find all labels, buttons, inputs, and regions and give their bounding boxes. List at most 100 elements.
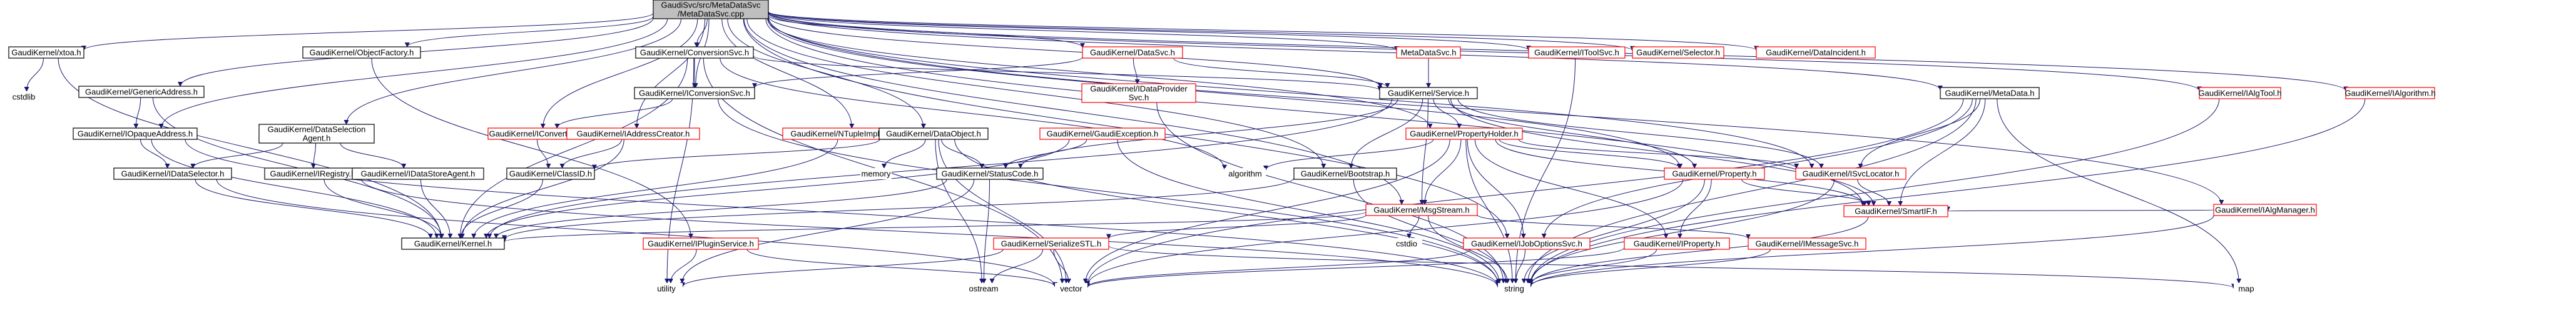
- node-label-ostream: ostream: [969, 284, 999, 294]
- node-itoolsvc[interactable]: GaudiKernel/IToolSvc.h: [1528, 46, 1626, 59]
- node-serialize[interactable]: GaudiKernel/SerializeSTL.h: [993, 237, 1109, 250]
- node-label-kernel: GaudiKernel/Kernel.h: [414, 239, 492, 249]
- node-metadatah[interactable]: GaudiKernel/MetaData.h: [1940, 87, 2040, 99]
- edge-bootstrap-to-kernel: [502, 177, 1295, 241]
- edge-classid-to-kernel: [458, 179, 543, 239]
- node-box-dataobj: [878, 127, 989, 140]
- node-datasvc[interactable]: GaudiKernel/DataSvc.h: [1082, 46, 1183, 59]
- node-box-utility: [650, 283, 683, 294]
- edge-root-to-opaque: [158, 18, 668, 129]
- edge-msgstream-to-imessagesvc: [1477, 214, 1751, 239]
- edge-metadatah-to-isvclocator: [1858, 98, 1981, 169]
- node-label-root: /MetaDataSvc.cpp: [678, 9, 744, 19]
- edge-bootstrap-to-string: [1353, 179, 1509, 284]
- edge-property-to-smartif: [1741, 179, 1871, 206]
- edge-smartif-to-string: [1528, 216, 1869, 286]
- node-opaque[interactable]: GaudiKernel/IOpaqueAddress.h: [73, 127, 198, 140]
- edge-iregistry-to-string: [360, 178, 1500, 288]
- node-classid[interactable]: GaudiKernel/ClassID.h: [506, 167, 595, 180]
- node-ipluginsvc[interactable]: GaudiKernel/IPluginService.h: [643, 237, 759, 250]
- node-label-vector: vector: [1060, 284, 1082, 294]
- node-box-ostream: [966, 283, 1001, 294]
- edge-statuscode-to-utility: [680, 179, 975, 284]
- node-iaddrcreator[interactable]: GaudiKernel/IAddressCreator.h: [566, 127, 700, 140]
- node-idatasel[interactable]: GaudiKernel/IDataSelector.h: [113, 167, 232, 180]
- node-iregistry[interactable]: GaudiKernel/IRegistry.h: [264, 167, 362, 180]
- edge-iconverter-to-classid: [537, 139, 551, 169]
- node-xtoa[interactable]: GaudiKernel/xtoa.h: [8, 46, 84, 59]
- edge-ijoboptsvc-to-vector: [1085, 249, 1470, 288]
- node-box-dsagent: [258, 124, 375, 144]
- node-label-convsvc: GaudiKernel/ConversionSvc.h: [640, 48, 749, 57]
- node-ostream: ostream: [966, 283, 1001, 294]
- node-iconvsvc[interactable]: GaudiKernel/IConversionSvc.h: [634, 87, 755, 99]
- node-service[interactable]: GaudiKernel/Service.h: [1379, 87, 1478, 99]
- node-label-metadatasvch: MetaDataSvc.h: [1401, 48, 1457, 57]
- node-iselector[interactable]: GaudiKernel/Selector.h: [1632, 46, 1724, 59]
- node-dataobj[interactable]: GaudiKernel/DataObject.h: [878, 127, 989, 140]
- node-ialgmanager[interactable]: GaudiKernel/IAlgManager.h: [2213, 204, 2317, 216]
- node-iproperty[interactable]: GaudiKernel/IProperty.h: [1624, 237, 1730, 250]
- edge-ntuple-to-kernel: [471, 139, 838, 239]
- node-label-imessagesvc: GaudiKernel/IMessageSvc.h: [1756, 239, 1859, 249]
- node-genaddr[interactable]: GaudiKernel/GenericAddress.h: [78, 86, 205, 98]
- node-label-objfact: GaudiKernel/ObjectFactory.h: [310, 48, 414, 57]
- node-box-datasvc: [1082, 46, 1183, 59]
- node-label-idataprov: Svc.h: [1129, 93, 1149, 102]
- edge-root-to-itoolsvc: [768, 12, 1531, 51]
- edge-objfact-to-ipluginsvc: [371, 57, 694, 239]
- edge-msgstream-to-kernel: [502, 211, 1367, 243]
- node-box-convsvc: [635, 46, 754, 59]
- node-root[interactable]: GaudiSvc/src/MetaDataSvc/MetaDataSvc.cpp: [653, 0, 769, 19]
- node-statuscode[interactable]: GaudiKernel/StatusCode.h: [936, 167, 1044, 180]
- node-msgstream[interactable]: GaudiKernel/MsgStream.h: [1365, 204, 1478, 216]
- node-label-utility: utility: [657, 284, 676, 294]
- node-label-service: GaudiKernel/Service.h: [1388, 89, 1469, 98]
- edge-opaque-to-kernel: [151, 139, 439, 239]
- node-ialgorithm[interactable]: GaudiKernel/IAlgorithm.h: [2344, 87, 2436, 99]
- node-memory: memory: [860, 168, 892, 179]
- edge-msgstream-to-cstdio: [1407, 215, 1420, 239]
- edge-service-to-smartif: [1450, 98, 1876, 206]
- node-box-smartif: [1843, 205, 1948, 217]
- node-gaudiexc[interactable]: GaudiKernel/GaudiException.h: [1039, 127, 1166, 140]
- edge-iaddrcreator-to-classid: [559, 139, 622, 169]
- edge-root-to-property: [767, 18, 1683, 169]
- node-box-algorithm: [1224, 168, 1266, 179]
- node-box-iselector: [1632, 46, 1724, 59]
- node-imessagesvc[interactable]: GaudiKernel/IMessageSvc.h: [1748, 237, 1866, 250]
- edge-statuscode-to-ostream: [981, 179, 990, 284]
- node-label-cstdlib: cstdlib: [13, 92, 36, 102]
- node-isvclocator[interactable]: GaudiKernel/ISvcLocator.h: [1795, 167, 1907, 180]
- edge-service-to-isvclocator: [1457, 98, 1824, 169]
- edge-root-to-iconverter: [540, 18, 698, 129]
- edge-ipluginsvc-to-utility: [668, 249, 697, 284]
- edge-service-to-propholder: [1433, 98, 1462, 129]
- edge-service-to-statuscode: [1017, 98, 1398, 169]
- node-box-idatasel: [113, 167, 232, 180]
- node-objfact[interactable]: GaudiKernel/ObjectFactory.h: [302, 46, 421, 59]
- node-box-iconvsvc: [634, 87, 755, 99]
- node-propholder[interactable]: GaudiKernel/PropertyHolder.h: [1405, 127, 1523, 140]
- edge-service-to-msgstream: [1419, 98, 1428, 205]
- node-utility: utility: [650, 283, 683, 294]
- node-metadatasvch[interactable]: MetaDataSvc.h: [1396, 46, 1461, 59]
- node-property[interactable]: GaudiKernel/Property.h: [1664, 167, 1765, 180]
- edges-layer: [24, 11, 2366, 289]
- node-box-vector: [1055, 283, 1087, 294]
- node-convsvc[interactable]: GaudiKernel/ConversionSvc.h: [635, 46, 754, 59]
- edge-iaddrcreator-to-kernel: [459, 139, 624, 239]
- node-smartif[interactable]: GaudiKernel/SmartIF.h: [1843, 205, 1948, 217]
- edge-root-to-metadatah: [768, 12, 1943, 91]
- edge-root-to-dataincident: [768, 11, 1759, 51]
- edge-genaddr-to-opaque: [133, 97, 141, 129]
- node-bootstrap[interactable]: GaudiKernel/Bootstrap.h: [1293, 167, 1397, 180]
- node-dataincident[interactable]: GaudiKernel/DataIncident.h: [1756, 46, 1876, 59]
- node-kernel[interactable]: GaudiKernel/Kernel.h: [401, 237, 505, 250]
- node-ijoboptsvc[interactable]: GaudiKernel/IJobOptionsSvc.h: [1463, 237, 1591, 250]
- node-box-msgstream: [1365, 204, 1478, 216]
- node-ialgtool[interactable]: GaudiKernel/IAlgTool.h: [2199, 87, 2282, 99]
- node-idsagent[interactable]: GaudiKernel/IDataStoreAgent.h: [352, 167, 484, 180]
